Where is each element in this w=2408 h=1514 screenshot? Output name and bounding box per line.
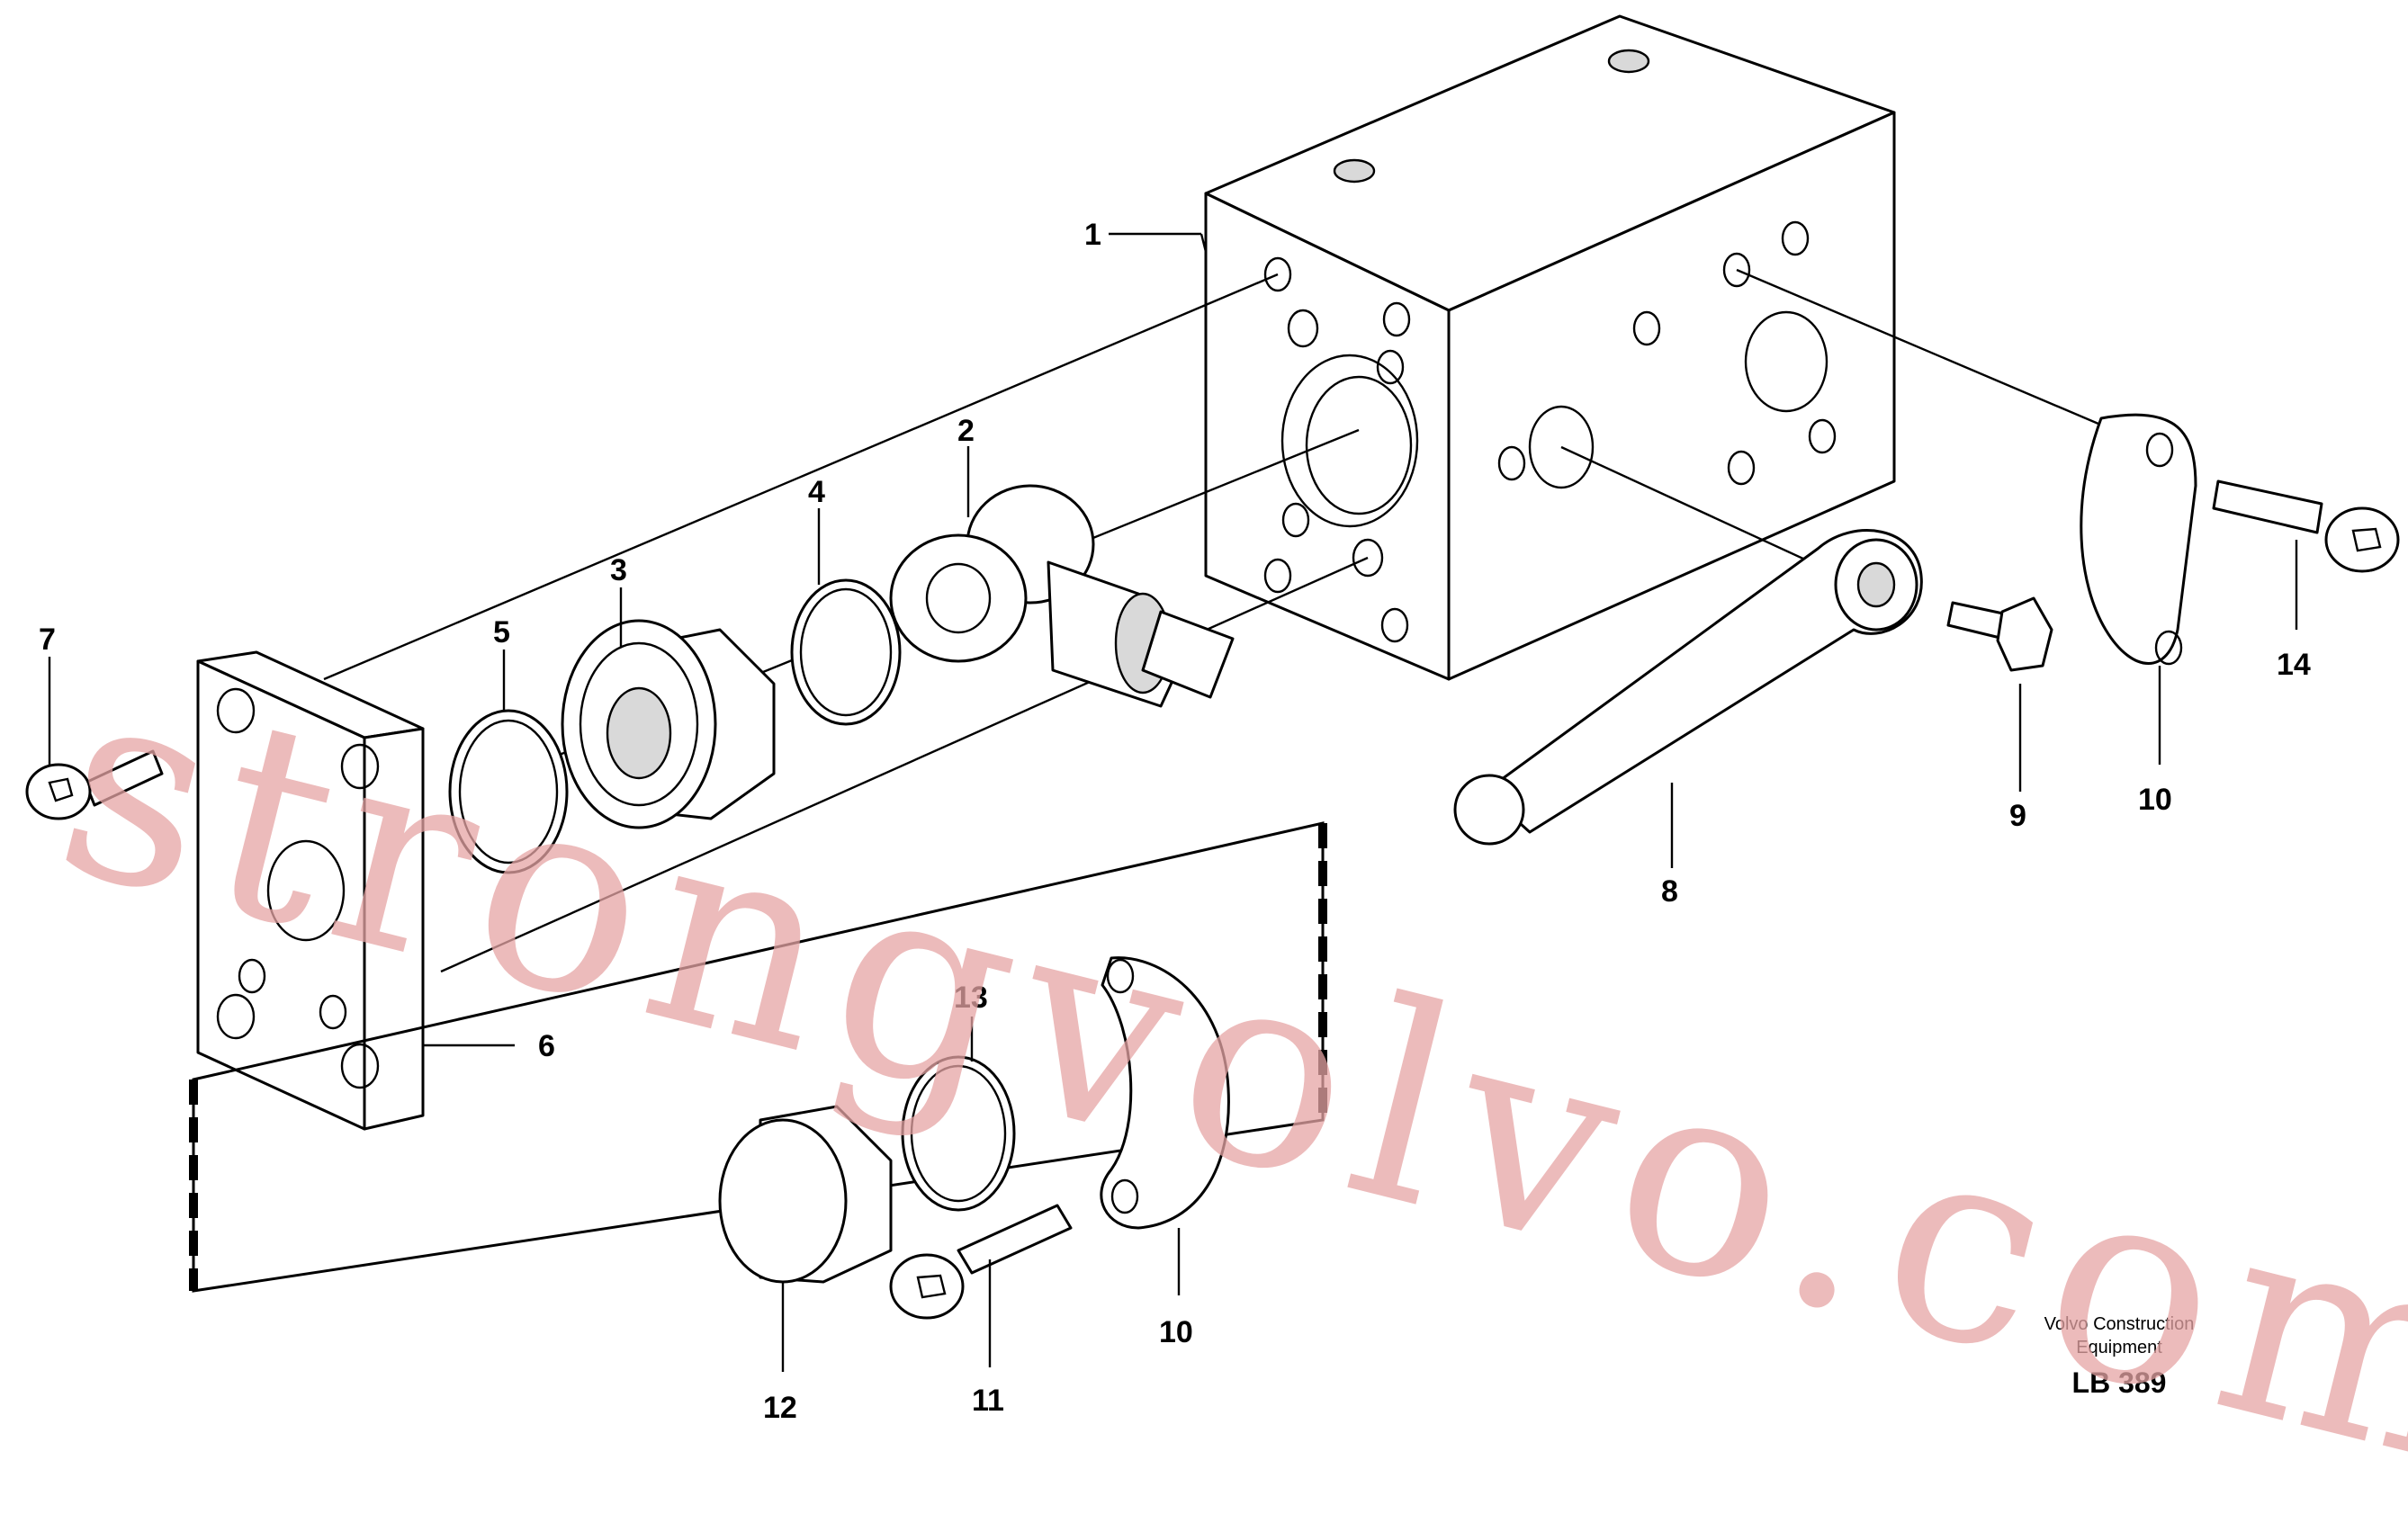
- part-8-handle-lever: [1453, 529, 1923, 846]
- callout-8: 8: [1661, 874, 1678, 909]
- callout-5: 5: [493, 615, 510, 649]
- callout-3: 3: [610, 553, 627, 587]
- part-13-o-ring: [901, 1055, 1016, 1212]
- part-3-sleeve: [561, 619, 776, 829]
- callout-12: 12: [763, 1391, 797, 1425]
- callout-14: 14: [2277, 648, 2311, 682]
- part-1-valve-housing: [1204, 14, 1896, 681]
- brand-line-1: Volvo Construction: [2044, 1314, 2195, 1334]
- part-6-flange-plate: [196, 650, 425, 1131]
- callout-9: 9: [2009, 799, 2026, 833]
- callout-11: 11: [972, 1384, 1004, 1418]
- callout-6: 6: [538, 1029, 555, 1063]
- callout-10-detail: 10: [1159, 1315, 1193, 1349]
- part-4-o-ring: [790, 578, 902, 726]
- callout-4: 4: [808, 475, 825, 509]
- part-14-cap-screw: [2212, 479, 2400, 573]
- part-7-cap-screw: [25, 749, 164, 820]
- part-5-o-ring: [448, 709, 569, 874]
- part-11-cap-screw: [889, 1204, 1073, 1320]
- callout-7: 7: [39, 623, 56, 657]
- brand-line-2: Equipment: [2076, 1338, 2162, 1357]
- part-12-plug: [718, 1105, 893, 1284]
- figure-caption: Volvo Construction Equipment LB 389: [2044, 1314, 2195, 1399]
- callout-2: 2: [957, 414, 975, 448]
- leader-lines: [48, 232, 2298, 1372]
- part-10-clamp-upper: [2080, 413, 2197, 666]
- figure-code: LB 389: [2072, 1366, 2167, 1399]
- callout-labels: 1 2 3 4 5 6 7 8 9 10 10 11 12 13 14: [39, 218, 2311, 1425]
- callout-13: 13: [954, 981, 988, 1015]
- part-9-hex-bolt: [1946, 596, 2053, 672]
- part-2-valve-spindle: [889, 484, 1235, 708]
- part-10-clamp-detail: [1100, 956, 1230, 1230]
- callout-10-upper: 10: [2138, 783, 2172, 817]
- callout-1: 1: [1084, 218, 1101, 252]
- detail-box: [189, 821, 1327, 1293]
